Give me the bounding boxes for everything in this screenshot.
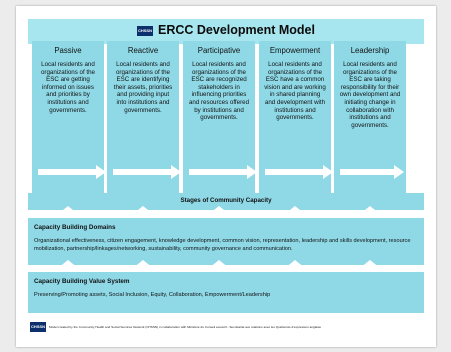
column-participative: Participative Local residents and organi… bbox=[183, 41, 255, 202]
domains-title: Capacity Building Domains bbox=[34, 224, 116, 231]
column-heading: Leadership bbox=[350, 46, 390, 55]
values-band: Capacity Building Value System Preservin… bbox=[28, 272, 424, 313]
diagram-title: ERCC Development Model bbox=[158, 23, 315, 37]
values-title: Capacity Building Value System bbox=[34, 278, 130, 285]
up-arrow-icon bbox=[360, 260, 380, 274]
column-description: Local residents and organizations of the… bbox=[113, 61, 173, 114]
title-bar: CHSSN ERCC Development Model bbox=[28, 19, 424, 44]
stages-band: Stages of Community Capacity bbox=[28, 193, 424, 210]
column-description: Local residents and organizations of the… bbox=[264, 61, 326, 122]
column-heading: Reactive bbox=[127, 46, 159, 55]
up-arrow-icon bbox=[58, 260, 78, 274]
up-arrow-icon bbox=[209, 260, 229, 274]
up-arrow-icon bbox=[209, 206, 229, 220]
column-reactive: Reactive Local residents and organizatio… bbox=[107, 41, 179, 202]
column-passive: Passive Local residents and organization… bbox=[32, 41, 104, 202]
chssn-logo: CHSSN bbox=[137, 26, 153, 36]
up-arrow-icon bbox=[360, 206, 380, 220]
column-description: Local residents and organizations of the… bbox=[188, 61, 250, 122]
column-description: Local residents and organizations of the… bbox=[40, 61, 95, 114]
up-arrow-icon bbox=[133, 260, 153, 274]
column-empowerment: Empowerment Local residents and organiza… bbox=[259, 41, 331, 202]
up-arrow-icon bbox=[58, 206, 78, 220]
values-text: Preserving/Promoting assets, Social Incl… bbox=[34, 292, 271, 298]
column-heading: Participative bbox=[197, 46, 241, 55]
up-arrow-icon bbox=[133, 206, 153, 220]
stages-label: Stages of Community Capacity bbox=[180, 197, 272, 204]
column-description: Local residents and organizations of the… bbox=[339, 61, 401, 129]
column-heading: Passive bbox=[54, 46, 82, 55]
column-heading: Empowerment bbox=[269, 46, 321, 55]
chssn-footer-logo: CHSSN bbox=[30, 322, 46, 332]
domains-text: Organizational effectiveness, citizen en… bbox=[34, 238, 411, 252]
footer-credit: Model created by the Community Health an… bbox=[49, 325, 322, 329]
domains-band: Capacity Building Domains Organizational… bbox=[28, 218, 424, 265]
up-arrow-icon bbox=[285, 260, 305, 274]
up-arrow-icon bbox=[285, 206, 305, 220]
